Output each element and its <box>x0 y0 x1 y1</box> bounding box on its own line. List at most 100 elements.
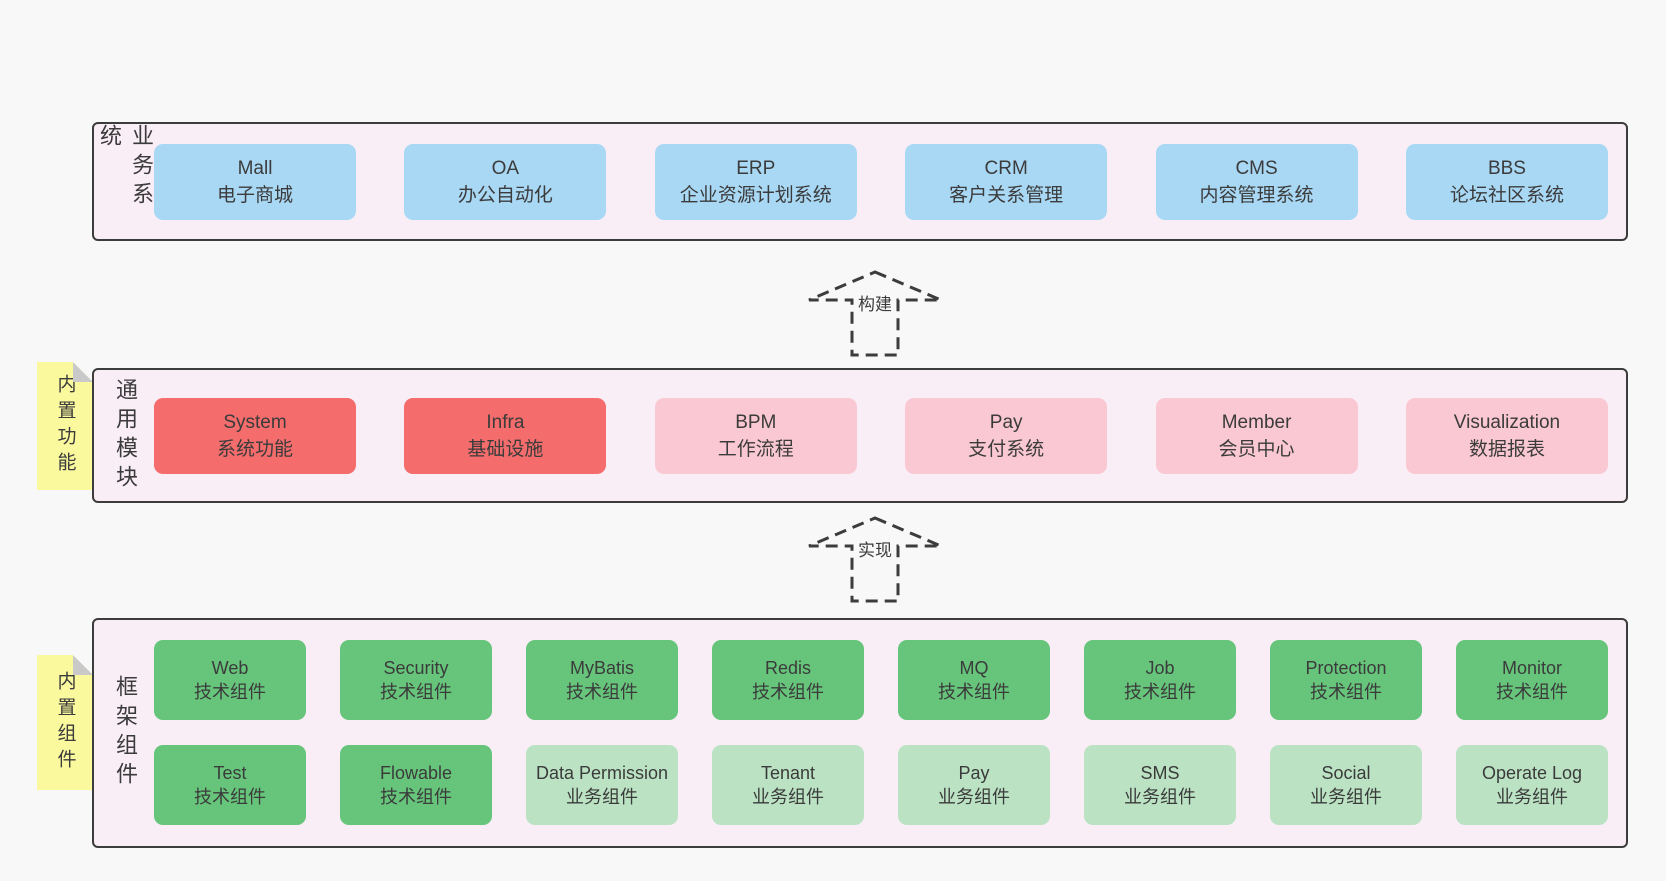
box-erp: ERP 企业资源计划系统 <box>654 143 857 220</box>
box-bpm: BPM 工作流程 <box>654 397 857 474</box>
box-title: ERP <box>736 157 776 179</box>
box-subtitle: 技术组件 <box>1124 682 1196 702</box>
business-systems-label-wrap: 业务系统 <box>97 124 154 239</box>
box-visualization: Visualization 数据报表 <box>1405 397 1608 474</box>
box-social: Social 业务组件 <box>1270 745 1422 825</box>
box-title: Tenant <box>760 763 816 783</box>
box-protection: Protection 技术组件 <box>1270 640 1422 720</box>
box-subtitle: 业务组件 <box>752 787 824 807</box>
box-subtitle: 系统功能 <box>216 438 293 460</box>
box-title: Visualization <box>1453 411 1561 433</box>
box-pay-component: Pay 业务组件 <box>898 745 1050 825</box>
box-operate-log: Operate Log 业务组件 <box>1456 745 1608 825</box>
framework-components-label: 框架组件 <box>113 675 138 791</box>
box-subtitle: 基础设施 <box>467 438 544 460</box>
box-title: CRM <box>984 157 1028 179</box>
box-title: Monitor <box>1501 658 1563 678</box>
common-modules-panel: 通用模块 System 系统功能 Infra 基础设施 BPM 工作流程 Pay… <box>92 368 1628 503</box>
implement-arrow: 实现 <box>805 514 945 604</box>
box-title: Pay <box>989 411 1023 433</box>
box-title: CMS <box>1235 157 1278 179</box>
box-web: Web 技术组件 <box>154 640 306 720</box>
box-member: Member 会员中心 <box>1155 397 1358 474</box>
box-redis: Redis 技术组件 <box>712 640 864 720</box>
box-title: BBS <box>1487 157 1526 179</box>
box-title: Protection <box>1305 658 1387 678</box>
box-subtitle: 技术组件 <box>194 682 266 702</box>
box-mq: MQ 技术组件 <box>898 640 1050 720</box>
box-subtitle: 电子商城 <box>216 184 293 206</box>
box-title: Test <box>213 763 247 783</box>
common-modules-label: 通用模块 <box>113 377 138 494</box>
box-title: Web <box>211 658 249 678</box>
box-subtitle: 技术组件 <box>1310 682 1382 702</box>
box-subtitle: 业务组件 <box>1310 787 1382 807</box>
framework-components-label-wrap: 框架组件 <box>102 620 148 846</box>
box-title: Flowable <box>379 763 453 783</box>
box-subtitle: 业务组件 <box>566 787 638 807</box>
folded-corner-icon <box>73 655 93 675</box>
box-title: Operate Log <box>1481 763 1583 783</box>
sticky-builtin-components: 内置组件 <box>37 655 93 790</box>
box-subtitle: 技术组件 <box>194 787 266 807</box>
box-subtitle: 客户关系管理 <box>949 184 1064 206</box>
up-arrow-icon <box>808 270 942 357</box>
box-data-permission: Data Permission 业务组件 <box>526 745 678 825</box>
business-systems-panel: 业务系统 Mall 电子商城 OA 办公自动化 ERP 企业资源计划系统 CRM… <box>92 122 1628 241</box>
box-cms: CMS 内容管理系统 <box>1155 143 1358 220</box>
framework-components-grid: Web 技术组件 Security 技术组件 MyBatis 技术组件 Redi… <box>154 640 1608 825</box>
box-title: Data Permission <box>535 763 669 783</box>
box-title: Job <box>1145 658 1175 678</box>
box-oa: OA 办公自动化 <box>404 143 607 220</box>
box-title: Redis <box>764 658 812 678</box>
box-title: Security <box>383 658 449 678</box>
sticky-builtin-features-label: 内置功能 <box>54 374 76 478</box>
box-title: System <box>223 411 287 433</box>
folded-corner-icon <box>73 362 93 382</box>
box-subtitle: 办公自动化 <box>457 184 553 206</box>
business-systems-label: 业务系统 <box>97 124 154 211</box>
box-title: SMS <box>1140 763 1180 783</box>
box-subtitle: 技术组件 <box>380 787 452 807</box>
box-mall: Mall 电子商城 <box>154 143 356 220</box>
sticky-builtin-components-label: 内置组件 <box>54 670 76 775</box>
build-arrow: 构建 <box>805 268 945 358</box>
box-subtitle: 工作流程 <box>717 438 794 460</box>
box-subtitle: 数据报表 <box>1468 438 1545 460</box>
box-security: Security 技术组件 <box>340 640 492 720</box>
box-subtitle: 会员中心 <box>1218 438 1295 460</box>
box-subtitle: 内容管理系统 <box>1199 184 1314 206</box>
box-subtitle: 技术组件 <box>1496 682 1568 702</box>
box-crm: CRM 客户关系管理 <box>905 143 1108 220</box>
box-mybatis: MyBatis 技术组件 <box>526 640 678 720</box>
framework-components-panel: 框架组件 Web 技术组件 Security 技术组件 MyBatis 技术组件… <box>92 618 1628 848</box>
box-subtitle: 技术组件 <box>938 682 1010 702</box>
box-title: Mall <box>237 157 273 179</box>
build-arrow-label: 构建 <box>855 290 895 315</box>
box-subtitle: 技术组件 <box>752 682 824 702</box>
box-subtitle: 业务组件 <box>1124 787 1196 807</box>
box-infra: Infra 基础设施 <box>404 397 607 474</box>
implement-arrow-label: 实现 <box>855 536 895 561</box>
box-subtitle: 技术组件 <box>380 682 452 702</box>
box-subtitle: 技术组件 <box>566 682 638 702</box>
common-modules-row: System 系统功能 Infra 基础设施 BPM 工作流程 Pay 支付系统… <box>154 397 1608 474</box>
box-subtitle: 业务组件 <box>938 787 1010 807</box>
box-title: BPM <box>735 411 777 433</box>
box-subtitle: 企业资源计划系统 <box>679 184 832 206</box>
box-title: MQ <box>959 658 989 678</box>
box-test: Test 技术组件 <box>154 745 306 825</box>
box-bbs: BBS 论坛社区系统 <box>1405 143 1608 220</box>
box-subtitle: 论坛社区系统 <box>1449 184 1564 206</box>
box-job: Job 技术组件 <box>1084 640 1236 720</box>
box-title: Social <box>1321 763 1371 783</box>
sticky-builtin-features: 内置功能 <box>37 362 93 490</box>
up-arrow-icon <box>808 516 942 603</box>
box-sms: SMS 业务组件 <box>1084 745 1236 825</box>
box-title: OA <box>491 157 520 179</box>
box-tenant: Tenant 业务组件 <box>712 745 864 825</box>
box-flowable: Flowable 技术组件 <box>340 745 492 825</box>
box-title: Infra <box>486 411 525 433</box>
box-subtitle: 业务组件 <box>1496 787 1568 807</box>
